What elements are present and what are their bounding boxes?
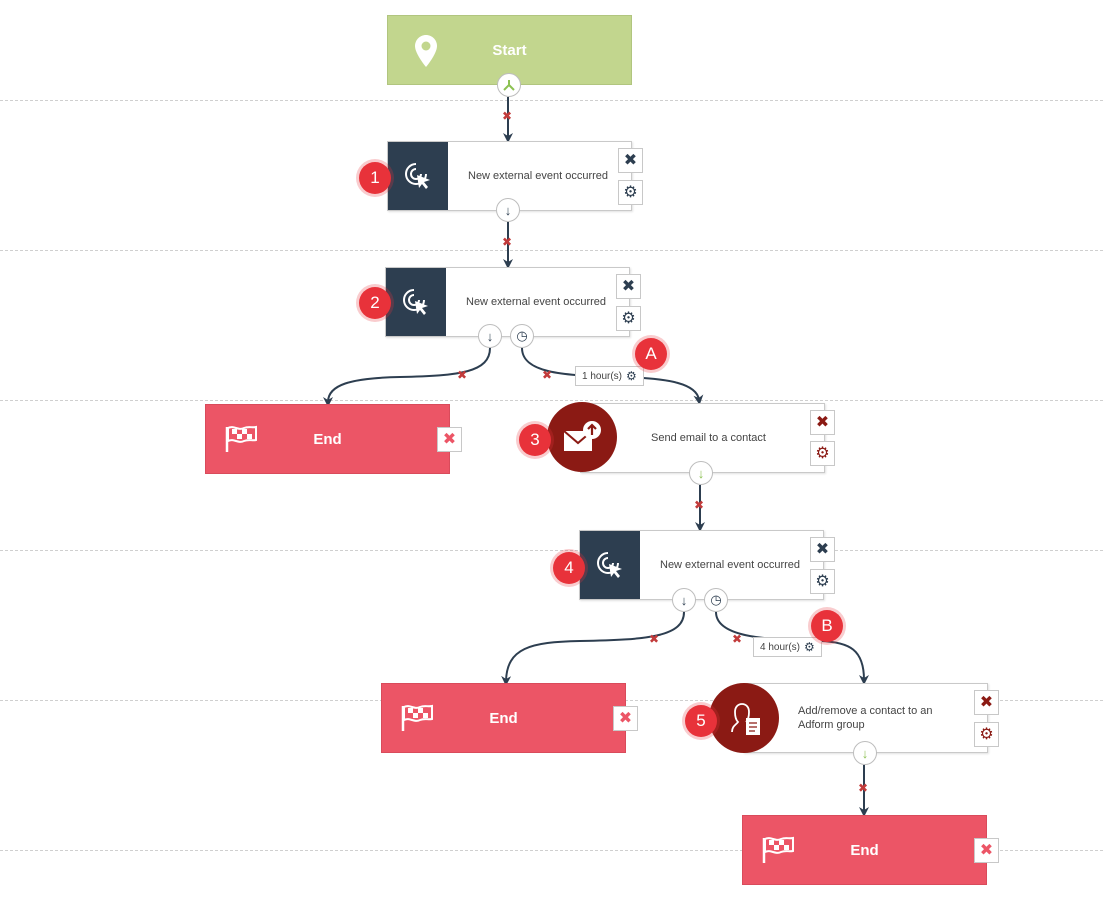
settings-gear-button[interactable]: ⚙	[974, 722, 999, 747]
node-icon-box	[580, 531, 640, 599]
node-icon-box	[386, 268, 446, 336]
timer-label[interactable]: 1 hour(s) ⚙	[575, 366, 644, 386]
connector-n2-end1	[323, 347, 491, 407]
remove-connection-icon[interactable]: ✖	[649, 632, 660, 646]
delete-node-button[interactable]: ✖	[616, 274, 641, 299]
checkered-flag-icon	[401, 704, 433, 731]
touch-click-icon	[405, 163, 430, 189]
timer-value: 4 hour(s)	[760, 641, 801, 653]
end-node-3[interactable]: End	[742, 815, 987, 885]
end-label: End	[850, 841, 879, 859]
action-icon-circle	[547, 402, 617, 472]
timer-value: 1 hour(s)	[582, 370, 623, 382]
node-label: New external event occurred	[660, 559, 801, 571]
action-icon-circle	[709, 683, 779, 753]
settings-gear-button[interactable]: ⚙	[810, 441, 835, 466]
row-divider	[0, 100, 1103, 101]
output-port[interactable]: ↓	[689, 461, 713, 485]
row-divider	[0, 550, 1103, 551]
output-port[interactable]: ↓	[853, 741, 877, 765]
step-badge: 4	[553, 552, 585, 584]
node-label: New external event occurred	[466, 296, 607, 308]
checkered-flag-icon	[762, 836, 794, 863]
output-port[interactable]: ↓	[478, 324, 502, 348]
gear-icon[interactable]: ⚙	[804, 640, 815, 654]
delete-node-button[interactable]: ✖	[618, 148, 643, 173]
remove-connection-icon[interactable]: ✖	[502, 235, 513, 249]
remove-connection-icon[interactable]: ✖	[502, 109, 513, 123]
timer-badge: A	[635, 338, 667, 370]
step-badge: 2	[359, 287, 391, 319]
delete-node-button[interactable]: ✖	[613, 706, 638, 731]
output-port[interactable]: ↓	[496, 198, 520, 222]
step-badge: 5	[685, 705, 717, 737]
node-label: Add/remove a contact to an Adform group	[798, 705, 933, 731]
start-label: Start	[492, 41, 527, 59]
step-badge: 3	[519, 424, 551, 456]
touch-click-icon	[403, 289, 428, 315]
remove-connection-icon[interactable]: ✖	[732, 632, 743, 646]
split-icon	[503, 80, 515, 91]
row-divider	[0, 400, 1103, 401]
delete-node-button[interactable]: ✖	[437, 427, 462, 452]
external-event-node-2[interactable]: New external event occurred	[385, 267, 630, 337]
timeout-port-clock-icon[interactable]: ◷	[510, 324, 534, 348]
node-icon-box	[388, 142, 448, 210]
delete-node-button[interactable]: ✖	[810, 410, 835, 435]
remove-connection-icon[interactable]: ✖	[542, 368, 553, 382]
row-divider	[0, 250, 1103, 251]
settings-gear-button[interactable]: ⚙	[616, 306, 641, 331]
contact-group-icon	[731, 703, 760, 735]
end-node-1[interactable]: End	[205, 404, 450, 474]
gear-icon[interactable]: ⚙	[626, 369, 637, 383]
row-divider	[0, 850, 1103, 851]
checkered-flag-icon	[225, 425, 257, 452]
node-label: New external event occurred	[468, 170, 609, 182]
remove-connection-icon[interactable]: ✖	[694, 498, 705, 512]
external-event-node-4[interactable]: New external event occurred	[579, 530, 824, 600]
node-label: Send email to a contact	[651, 432, 766, 444]
location-pin-icon	[415, 35, 437, 67]
output-port[interactable]: ↓	[672, 588, 696, 612]
step-badge: 1	[359, 162, 391, 194]
timer-badge: B	[811, 610, 843, 642]
settings-gear-button[interactable]: ⚙	[810, 569, 835, 594]
start-output-port[interactable]	[497, 73, 521, 97]
delete-node-button[interactable]: ✖	[974, 690, 999, 715]
email-upload-icon	[563, 421, 601, 451]
end-node-2[interactable]: End	[381, 683, 626, 753]
delete-node-button[interactable]: ✖	[810, 537, 835, 562]
settings-gear-button[interactable]: ⚙	[618, 180, 643, 205]
end-label: End	[489, 709, 518, 727]
delete-node-button[interactable]: ✖	[974, 838, 999, 863]
timeout-port-clock-icon[interactable]: ◷	[704, 588, 728, 612]
timer-label[interactable]: 4 hour(s) ⚙	[753, 637, 822, 657]
connector-n4-end2	[501, 611, 685, 686]
remove-connection-icon[interactable]: ✖	[858, 781, 869, 795]
touch-click-icon	[597, 552, 622, 578]
remove-connection-icon[interactable]: ✖	[457, 368, 468, 382]
end-label: End	[313, 430, 342, 448]
